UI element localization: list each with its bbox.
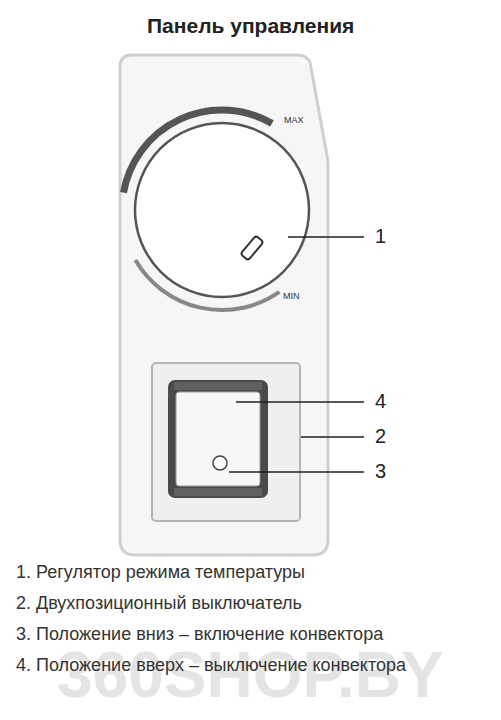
description-line: 4. Положение вверх – выключение конвекто…	[16, 651, 488, 680]
legend-list: 1. Регулятор режима температуры2. Двухпо…	[16, 558, 488, 682]
leader-line	[229, 471, 364, 473]
temperature-knob	[135, 123, 309, 297]
description-line: 1. Регулятор режима температуры	[16, 558, 488, 587]
leader-line	[236, 401, 364, 403]
scale-label: MAX	[284, 115, 304, 125]
leader-line	[288, 236, 364, 238]
title: Панель управления	[147, 14, 354, 38]
callout-number: 4	[375, 390, 386, 413]
rocker-ridges	[174, 383, 262, 495]
scale-label: MIN	[283, 291, 300, 301]
knob-indicator	[240, 236, 263, 261]
panel-housing	[120, 55, 328, 555]
description-line: 2. Двухпозиционный выключатель	[16, 589, 488, 618]
callout-number: 1	[375, 225, 386, 248]
leader-line	[301, 436, 364, 438]
switch-frame	[152, 363, 300, 521]
callout-number: 3	[375, 460, 386, 483]
on-mark	[213, 456, 227, 470]
rocker-switch	[168, 380, 268, 498]
description-line: 3. Положение вниз – включение конвектора	[16, 620, 488, 649]
callout-number: 2	[375, 425, 386, 448]
